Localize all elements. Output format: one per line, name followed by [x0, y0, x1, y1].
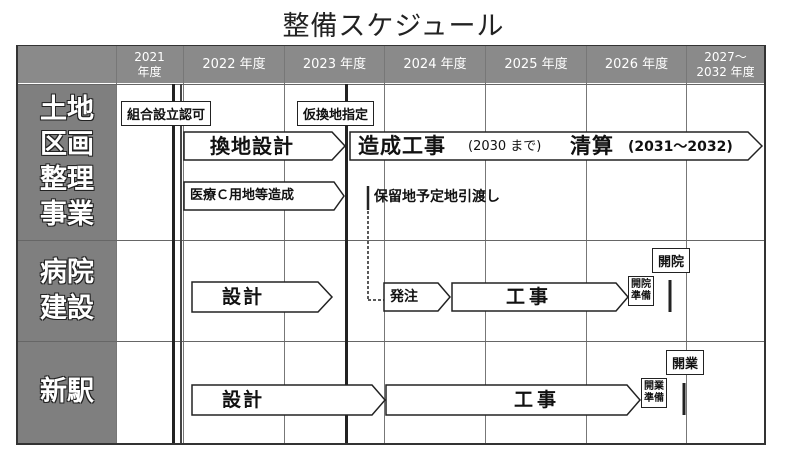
milestone-line-2022-inner	[180, 84, 182, 443]
row-header-land	[18, 84, 116, 240]
grid-line	[384, 46, 385, 443]
text-station-koji: 工事	[514, 389, 561, 411]
arrow-station-sekkei	[191, 384, 386, 416]
text-kanchi-sekkei: 換地設計	[210, 134, 294, 158]
row-label-hospital: 病院 建設	[40, 257, 94, 324]
row-header-hospital	[18, 241, 116, 341]
text-hospital-sekkei: 設計	[222, 286, 265, 308]
text-seisan-note: (2031～2032)	[628, 139, 733, 155]
arrow-hospital-koji	[451, 282, 629, 312]
text-station-sekkei: 設計	[222, 389, 265, 411]
grid-line	[485, 46, 486, 443]
year-2026: 2026 年度	[604, 57, 669, 72]
year-header-band	[18, 46, 764, 83]
year-2025: 2025 年度	[504, 57, 568, 72]
arrow-station-koji	[385, 384, 641, 416]
grid-line	[116, 46, 117, 443]
label-kaiin: 開院	[652, 248, 691, 273]
page-title: 整備スケジュール	[282, 11, 505, 42]
label-kaiin-junbi: 開院 準備	[628, 276, 654, 306]
row-header-station	[18, 342, 116, 443]
label-kaigyo: 開業	[666, 350, 705, 375]
grid-line	[586, 46, 587, 443]
arrow-kanchi-sekkei	[183, 131, 347, 161]
arrow-hospital-hatchu	[383, 282, 451, 312]
text-zosei-note: (2030 まで)	[468, 139, 542, 154]
grid-line	[18, 341, 764, 342]
year-2023: 2023 年度	[302, 57, 367, 72]
arrow-zosei-seisan	[349, 131, 764, 161]
row-label-station: 新駅	[40, 376, 94, 407]
label-kumiai-ninka: 組合設立認可	[121, 101, 212, 126]
text-iryo-zosei: 医療Ｃ用地等造成	[190, 188, 295, 203]
grid-line	[18, 240, 764, 241]
milestone-line-2022	[172, 84, 175, 443]
grid-line	[18, 84, 764, 85]
text-seisan: 清算	[570, 134, 614, 158]
arrow-iryo-zosei	[183, 181, 345, 211]
grid-line	[686, 46, 687, 443]
grid-line	[284, 46, 285, 443]
text-hospital-hatchu: 発注	[390, 289, 418, 305]
year-2027-2032: 2027～ 2032 年度	[696, 50, 755, 79]
label-kaigyo-junbi: 開業 準備	[641, 378, 667, 408]
year-2022: 2022 年度	[202, 57, 266, 72]
text-zosei-koji: 造成工事	[358, 134, 446, 158]
text-hospital-koji: 工事	[506, 286, 553, 308]
year-2024: 2024 年度	[403, 57, 467, 72]
text-horyu-hikiwatashi: 保留地予定地引渡し	[374, 189, 500, 205]
milestone-line-2023	[345, 84, 348, 443]
row-label-land: 土地 区画 整理 事業	[40, 94, 94, 230]
arrow-hospital-sekkei	[191, 281, 334, 313]
label-karikanchi-shitei: 仮換地指定	[297, 101, 375, 126]
grid-line	[183, 46, 184, 443]
year-2021: 2021 年度	[134, 50, 165, 79]
